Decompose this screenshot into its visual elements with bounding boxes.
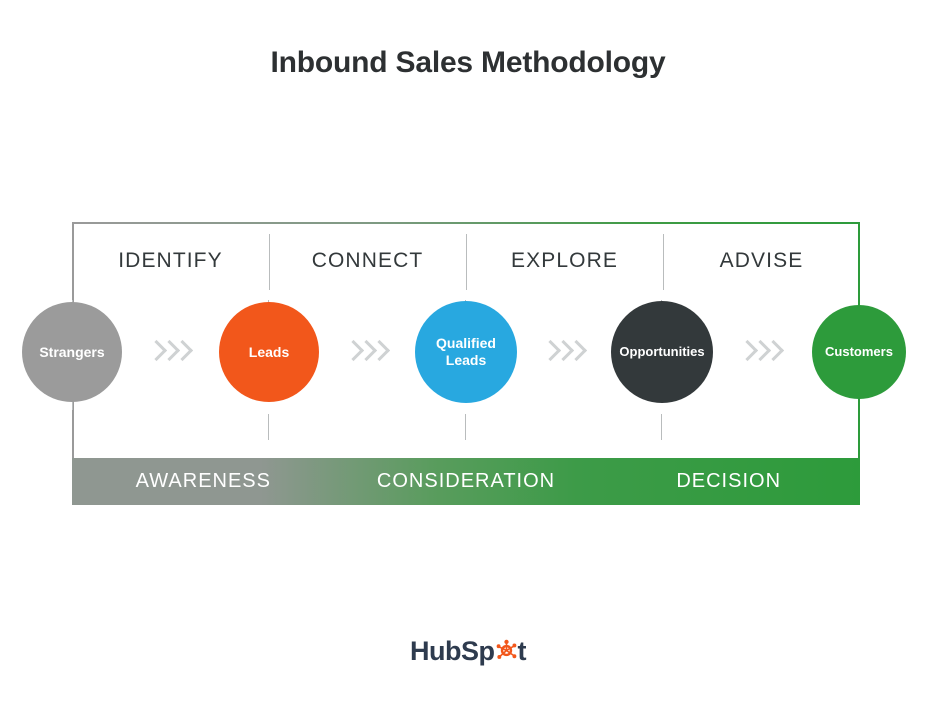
chevron-right-icon bbox=[345, 339, 358, 365]
stage-label-row: IDENTIFY CONNECT EXPLORE ADVISE bbox=[72, 222, 860, 300]
stage-label: EXPLORE bbox=[511, 249, 618, 272]
frame-top-border bbox=[72, 222, 860, 224]
chevron-right-icon bbox=[555, 339, 568, 365]
buyer-journey-bar: AWARENESS CONSIDERATION DECISION bbox=[72, 458, 860, 505]
stage-identify: IDENTIFY bbox=[72, 222, 269, 300]
stage-connect: CONNECT bbox=[269, 222, 466, 300]
chevron-right-icon bbox=[568, 339, 581, 365]
stage-explore: EXPLORE bbox=[466, 222, 663, 300]
stage-label: ADVISE bbox=[719, 249, 804, 272]
node-label: Customers bbox=[825, 344, 893, 360]
chevron-right-icon bbox=[148, 339, 161, 365]
node-qualified-leads[interactable]: Qualified Leads bbox=[415, 301, 517, 403]
tick-line-lower bbox=[661, 414, 662, 440]
chevron-right-icon bbox=[752, 339, 765, 365]
chevron-right-icon bbox=[161, 339, 174, 365]
phase-awareness: AWARENESS bbox=[72, 458, 335, 505]
chevron-right-icon bbox=[542, 339, 555, 365]
stage-label: IDENTIFY bbox=[118, 249, 223, 272]
chevron-right-icon bbox=[739, 339, 752, 365]
tick-line-lower bbox=[268, 414, 269, 440]
connector-opportunities-to-customers bbox=[739, 339, 778, 365]
stage-label: CONNECT bbox=[311, 249, 424, 272]
phase-label: CONSIDERATION bbox=[376, 470, 556, 492]
stage-advise: ADVISE bbox=[663, 222, 860, 300]
methodology-diagram: IDENTIFY CONNECT EXPLORE ADVISE bbox=[72, 222, 860, 458]
chevron-right-icon bbox=[765, 339, 778, 365]
phase-consideration: CONSIDERATION bbox=[335, 458, 598, 505]
phase-label: DECISION bbox=[676, 470, 782, 492]
connector-leads-to-qualified bbox=[345, 339, 384, 365]
logo-text-before: HubSp bbox=[410, 636, 495, 666]
hubspot-logo: HubSp t bbox=[0, 636, 936, 667]
connector-strangers-to-leads bbox=[148, 339, 187, 365]
phase-decision: DECISION bbox=[597, 458, 860, 505]
node-customers[interactable]: Customers bbox=[812, 305, 906, 399]
node-leads[interactable]: Leads bbox=[219, 302, 319, 402]
tick-line-lower bbox=[465, 414, 466, 440]
chevron-right-icon bbox=[174, 339, 187, 365]
hubspot-sprocket-icon bbox=[495, 638, 518, 661]
node-opportunities[interactable]: Opportunities bbox=[611, 301, 713, 403]
logo-text-after: t bbox=[517, 636, 527, 666]
page-title: Inbound Sales Methodology bbox=[270, 46, 666, 79]
node-strangers[interactable]: Strangers bbox=[22, 302, 122, 402]
node-label: Leads bbox=[248, 343, 290, 360]
node-label: Opportunities bbox=[619, 344, 705, 360]
node-label: Qualified Leads bbox=[436, 335, 496, 368]
node-label: Strangers bbox=[39, 343, 105, 360]
phase-label: AWARENESS bbox=[135, 470, 271, 492]
connector-qualified-to-opportunities bbox=[542, 339, 581, 365]
chevron-right-icon bbox=[358, 339, 371, 365]
chevron-right-icon bbox=[371, 339, 384, 365]
